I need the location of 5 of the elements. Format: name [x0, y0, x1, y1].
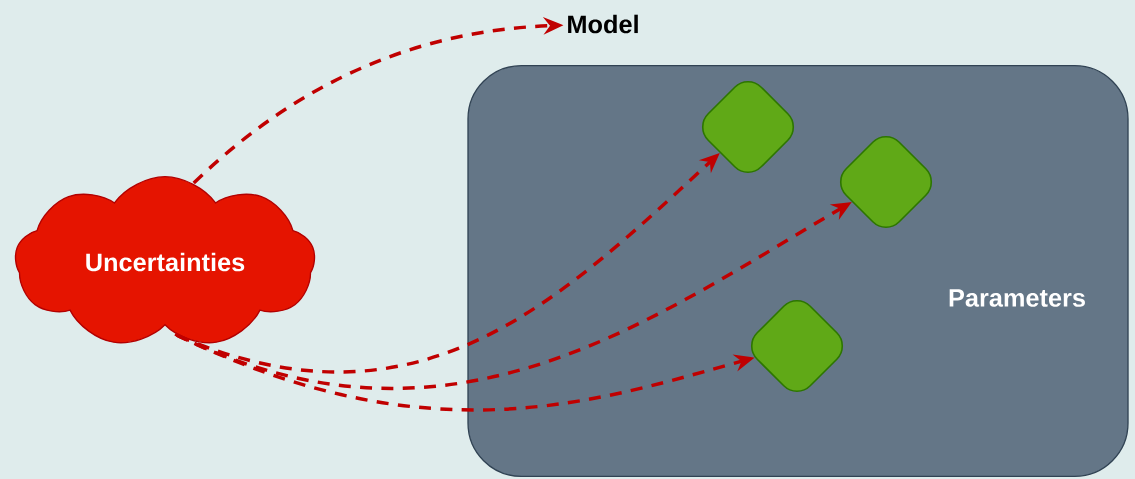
diamond-shape	[701, 80, 795, 174]
diamond-shape	[839, 135, 933, 229]
bare-text: Model	[568, 14, 638, 34]
container-box: Parameters	[467, 65, 1129, 477]
diamond-shape	[750, 299, 844, 393]
